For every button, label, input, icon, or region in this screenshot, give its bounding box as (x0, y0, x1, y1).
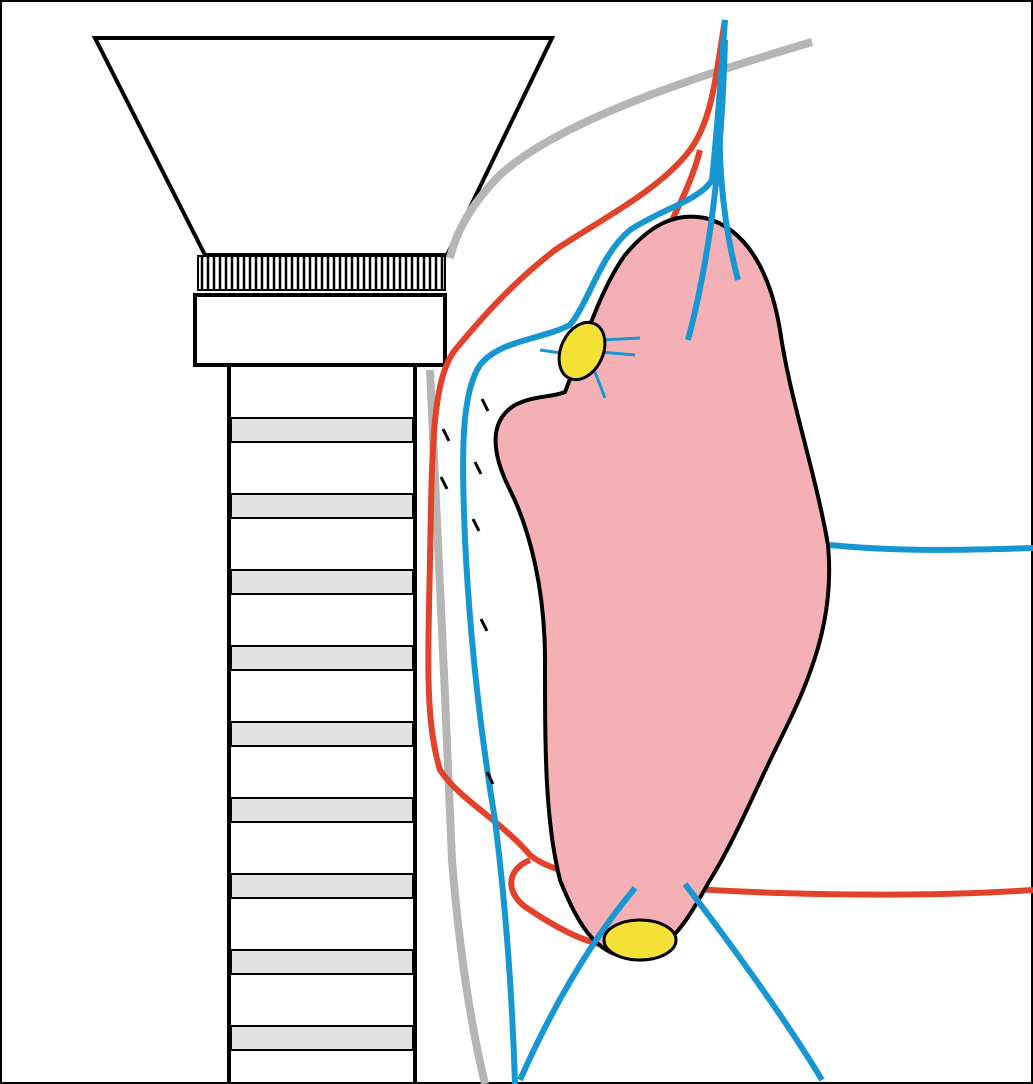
trachea-ring (230, 417, 414, 443)
artery-lower-loop (508, 857, 611, 948)
veins (460, 19, 1033, 1084)
trachea-ring (230, 721, 414, 747)
trachea-ring (230, 493, 414, 519)
trachea-ring (230, 1025, 414, 1051)
trachea-ring (230, 797, 414, 823)
trachea-ring (230, 949, 414, 975)
parathyroid-lower (602, 918, 678, 962)
trachea-ring (230, 645, 414, 671)
vein-right (829, 542, 1033, 553)
nerve-upper (446, 38, 814, 259)
vein-lower-left (517, 886, 638, 1082)
cricoid-block (193, 293, 447, 367)
trachea (227, 365, 417, 1084)
suture-tick (441, 428, 451, 442)
parathyroid-upper (557, 320, 607, 382)
suture-tick (480, 398, 490, 412)
suture-marks (439, 398, 495, 785)
suture-tick (473, 461, 483, 475)
suture-tick (439, 476, 449, 490)
ribbed-band (197, 255, 446, 291)
suture-tick (471, 518, 481, 532)
suture-tick (485, 771, 495, 785)
vein-main (460, 19, 728, 1084)
vein-branch-2 (716, 79, 741, 281)
suture-tick (479, 618, 489, 632)
vein-twigs (539, 336, 641, 399)
vein-lower-right (682, 882, 825, 1082)
nerve-recurrent (426, 369, 489, 1084)
trachea-ring (230, 569, 414, 595)
trachea-ring (230, 873, 414, 899)
artery-main (425, 19, 1033, 898)
